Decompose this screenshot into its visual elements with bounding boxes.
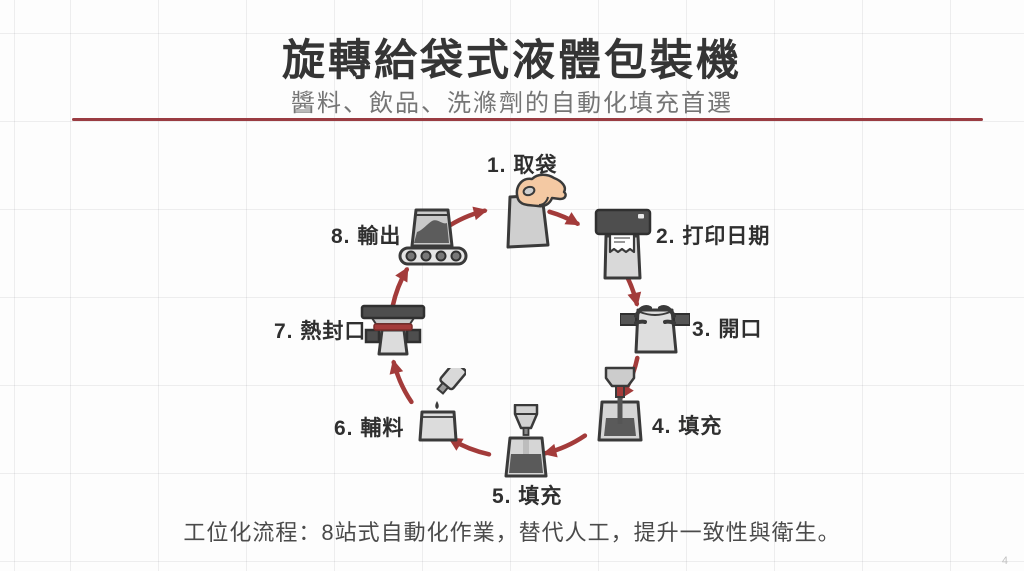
date-printer-icon [592,206,654,286]
filling-nozzle-icon [503,404,549,480]
arrow-4-to-5 [542,433,588,458]
step-5-label: 5. 填充 [492,485,563,508]
conveyor-output-icon [398,206,468,268]
hand-pick-bag-icon [492,171,570,255]
step-4-label: 4. 填充 [652,415,723,438]
step-6-label: 6. 輔料 [334,417,405,440]
page-subtitle: 醬料、飲品、洗滌劑的自動化填充首選 [291,90,733,117]
step-7-label: 7. 熱封口 [274,320,367,343]
arrow-6-to-7 [389,359,414,405]
auxiliary-bottle-icon [410,368,466,442]
step-3-label: 3. 開口 [692,318,763,341]
heat-sealer-icon [360,302,426,358]
page-number: 4 [1001,555,1008,567]
footer-caption: 工位化流程：8站式自動化作業，替代人工，提升一致性與衛生。 [183,520,841,545]
title-divider [72,118,983,121]
bag-opening-gripper-icon [620,294,690,356]
step-2-label: 2. 打印日期 [656,225,771,248]
arrow-1-to-2 [547,209,581,226]
page-title: 旋轉給袋式液體包裝機 [282,37,742,85]
step-1-label: 1. 取袋 [487,154,558,177]
filling-nozzle-icon [596,366,644,444]
arrow-7-to-8 [390,266,410,309]
step-8-label: 8. 輸出 [331,225,402,248]
